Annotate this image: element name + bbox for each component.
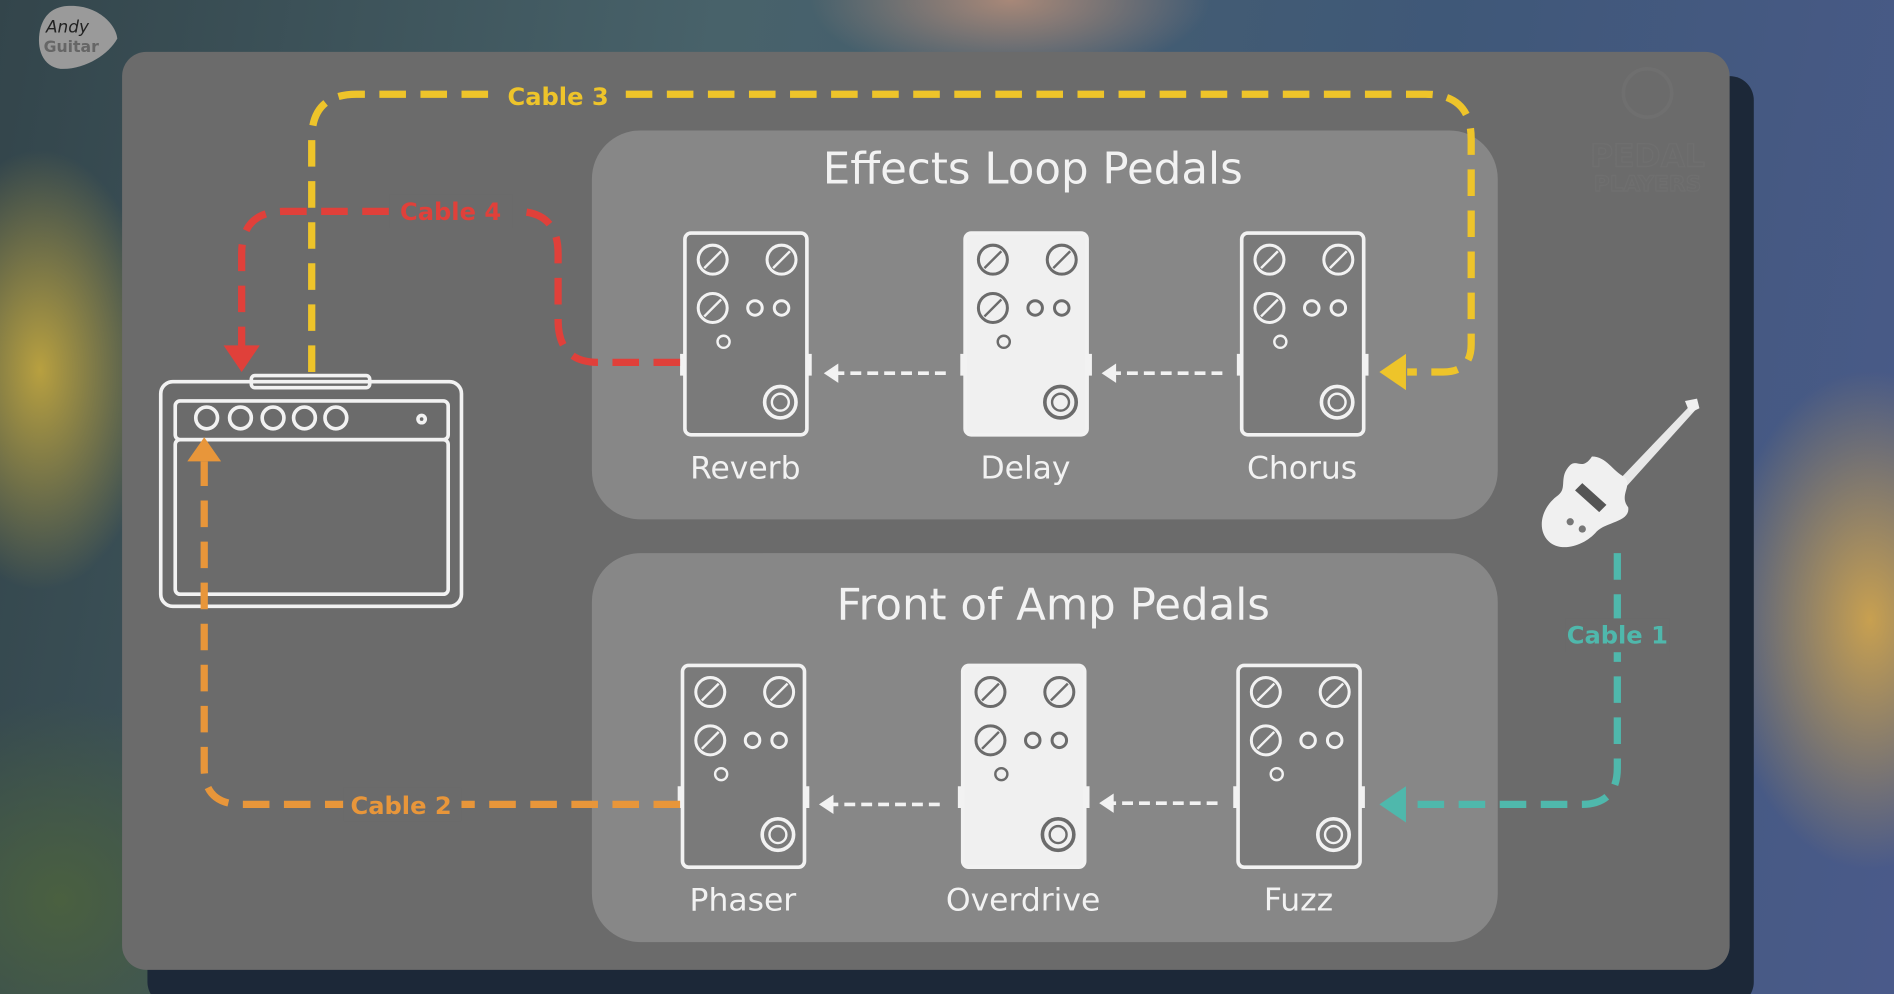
pedal-phaser: Phaser [677, 663, 810, 919]
pedal-reverb: Reverb [680, 231, 812, 486]
knob-icon [1249, 724, 1282, 757]
front-of-amp-title: Front of Amp Pedals [837, 581, 1270, 631]
knob-icon [696, 243, 729, 276]
knob-icon [1253, 291, 1286, 324]
cable-3-arrowhead-icon [1379, 353, 1406, 391]
cable-4-arrowhead-icon [223, 345, 260, 372]
cable-2 [200, 461, 681, 809]
knob-icon [694, 676, 727, 709]
pedal-label: Delay [980, 450, 1070, 486]
knob-icon [1043, 676, 1076, 709]
knob-icon [974, 676, 1007, 709]
knob-icon [1249, 676, 1282, 709]
pedal-players-watermark: PEDAL PLAYERS [1590, 67, 1706, 197]
amplifier-icon [158, 373, 464, 609]
knob-icon [763, 676, 796, 709]
logo-text-andy: Andy [45, 17, 90, 37]
footswitch-icon [1043, 384, 1079, 420]
cable-2-label: Cable 2 [351, 792, 452, 820]
cable-1 [1407, 553, 1621, 809]
pedal-label: Overdrive [946, 883, 1100, 919]
knob-icon [1253, 243, 1286, 276]
pedal-overdrive: Overdrive [946, 663, 1100, 919]
pedal-chorus: Chorus [1236, 231, 1369, 486]
footswitch-icon [760, 817, 796, 853]
cable-2-arrowhead-icon [187, 437, 222, 462]
pedal-delay: Delay [960, 231, 1092, 486]
knob-icon [1322, 243, 1355, 276]
pedal-label: Chorus [1247, 450, 1357, 486]
cable-1-arrowhead-icon [1379, 786, 1406, 823]
cable-1-label: Cable 1 [1567, 622, 1668, 650]
knob-icon [765, 243, 798, 276]
footswitch-icon [1315, 817, 1352, 853]
footswitch-icon [1319, 384, 1355, 420]
footswitch-icon [1040, 817, 1076, 853]
knob-icon [976, 291, 1009, 324]
arrowhead-icon [818, 794, 834, 815]
knob-icon [1045, 243, 1078, 276]
arrowhead-icon [823, 363, 839, 383]
cable-4 [238, 207, 681, 366]
knob-icon [976, 243, 1009, 276]
arrowhead-icon [1101, 363, 1117, 383]
arrowhead-icon [1099, 793, 1114, 813]
pedal-label: Phaser [690, 883, 797, 919]
knob-icon [694, 724, 727, 757]
electric-guitar-icon [1541, 398, 1700, 548]
effects-loop-title: Effects Loop Pedals [823, 145, 1243, 195]
knob-icon [974, 724, 1007, 757]
pedal-label: Fuzz [1264, 883, 1333, 919]
andy-guitar-logo: Andy Guitar [38, 5, 118, 69]
knob-icon [696, 291, 729, 324]
logo-text-guitar: Guitar [44, 37, 100, 56]
cable-4-label: Cable 4 [400, 198, 501, 226]
knob-icon [1318, 676, 1351, 709]
watermark-line1: PEDAL [1590, 139, 1705, 175]
cable-3 [308, 90, 1475, 376]
footswitch-icon [762, 384, 798, 420]
pedal-fuzz: Fuzz [1233, 663, 1365, 919]
cable-3-label: Cable 3 [508, 83, 609, 111]
pedal-label: Reverb [690, 450, 800, 486]
watermark-line2: PLAYERS [1594, 172, 1701, 197]
